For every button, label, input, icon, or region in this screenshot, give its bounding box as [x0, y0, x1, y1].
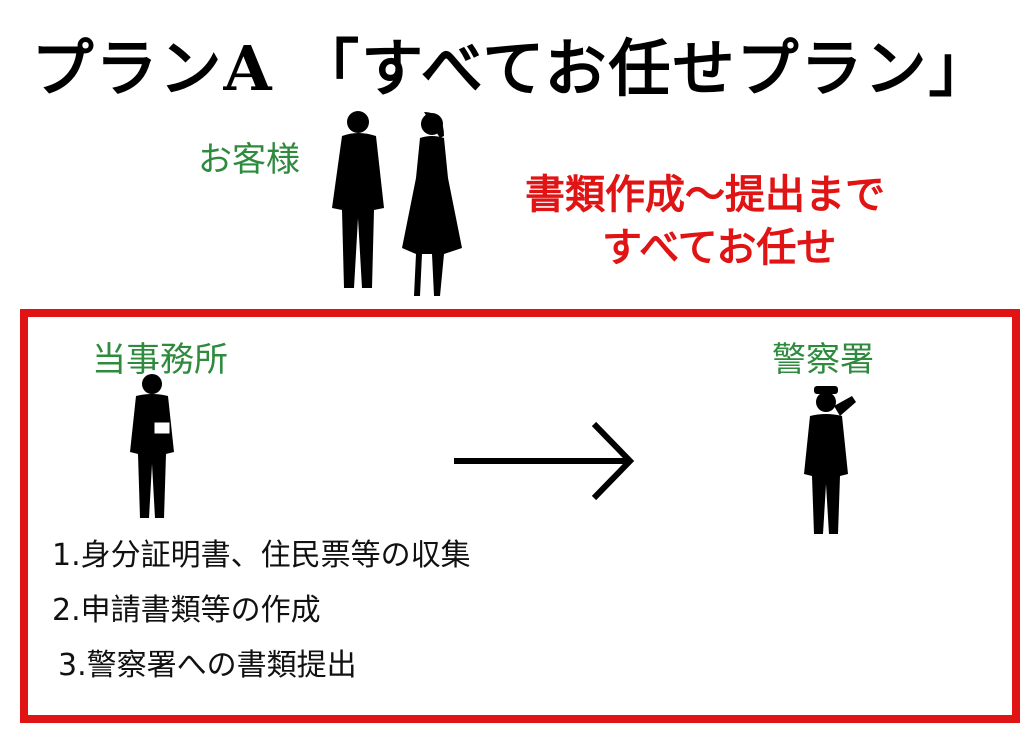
step-item: 2.申請書類等の作成 [52, 593, 321, 628]
process-frame [20, 309, 1020, 723]
police-officer-silhouette-icon [804, 386, 856, 534]
arrow-right-icon [454, 421, 635, 501]
customers-silhouette-icon [332, 111, 462, 296]
step-item: 3.警察署への書類提出 [58, 648, 357, 683]
customer-label: お客様 [198, 140, 300, 180]
office-label: 当事務所 [92, 340, 228, 380]
headline-line1: 書類作成～提出まで [525, 171, 885, 218]
office-staff-silhouette-icon [130, 374, 174, 518]
police-label: 警察署 [772, 340, 874, 380]
page-title: プランA 「すべてお任せプラン」 [31, 32, 993, 105]
step-item: 1.身分証明書、住民票等の収集 [52, 538, 471, 573]
headline-line2: すべてお任せ [602, 224, 837, 271]
